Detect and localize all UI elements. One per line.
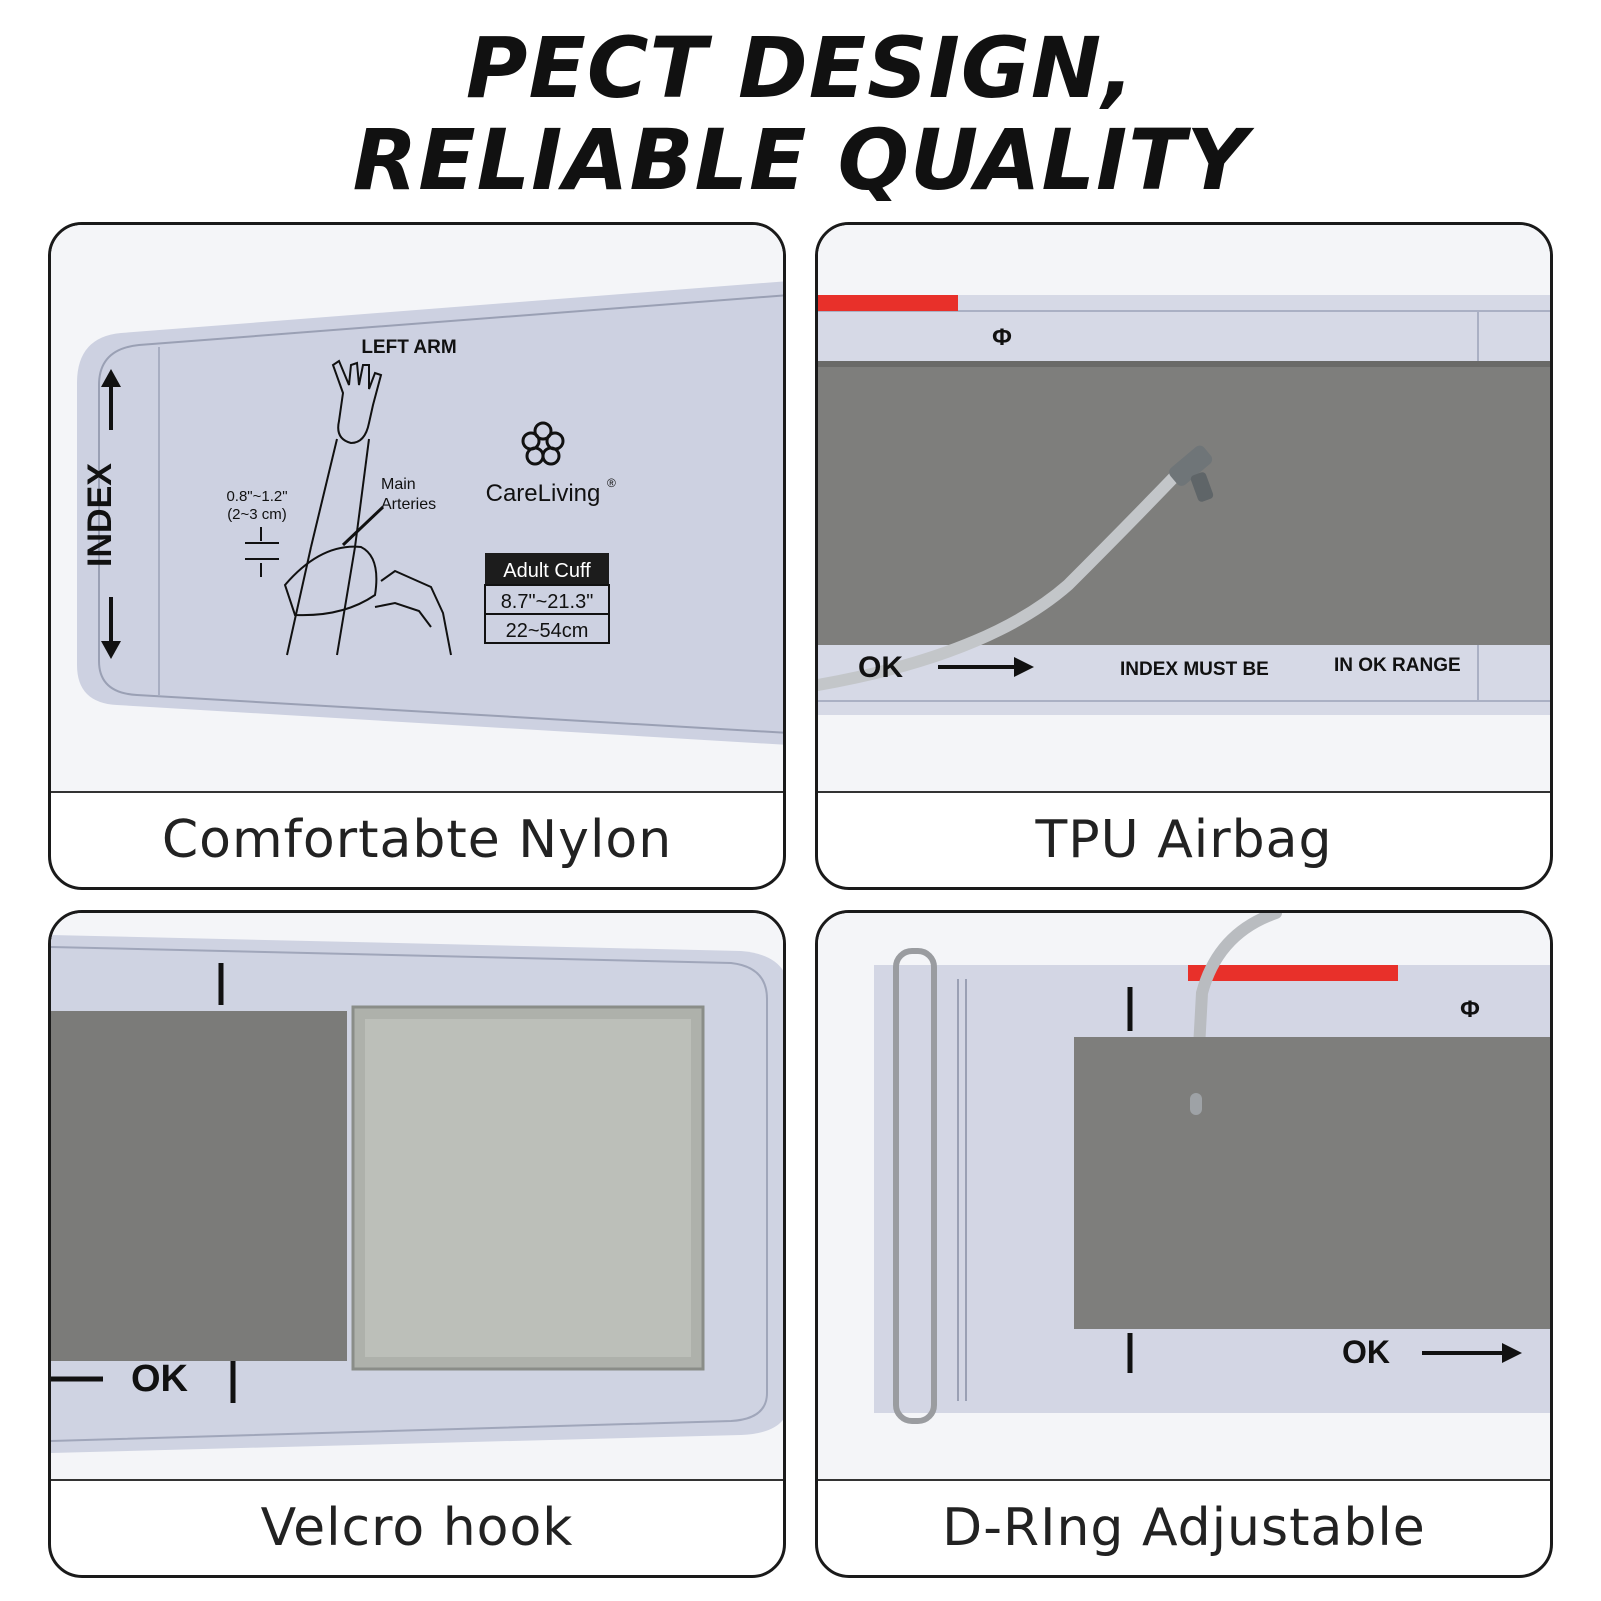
index-arrow-up-icon xyxy=(101,369,121,430)
cuff-airbag-photo: Φ OK INDEX MUST BE IN OK RANGE xyxy=(818,225,1550,793)
red-tag xyxy=(818,295,958,311)
cuff-velcro-illustration: OK xyxy=(51,935,783,1453)
card-velcro-hook: OK Velcro hook xyxy=(48,910,786,1578)
cuff-airbag-illustration: Φ OK INDEX MUST BE IN OK RANGE xyxy=(818,295,1550,715)
ok-label: OK xyxy=(858,651,903,684)
caption-tpu-airbag: TPU Airbag xyxy=(1035,810,1333,870)
phi-mark: Φ xyxy=(992,324,1012,351)
headline-line-2: RELIABLE QUALITY xyxy=(352,111,1249,209)
headline: PECT DESIGN, RELIABLE QUALITY xyxy=(0,22,1601,206)
index-arrow-down-icon xyxy=(101,597,121,659)
velcro-panel xyxy=(818,361,1550,645)
careliving-logo-icon xyxy=(521,421,565,466)
velcro-loop-panel xyxy=(51,1011,347,1361)
arm-diagram-icon xyxy=(245,359,452,656)
cuff-nylon-illustration: INDEX LEFT ARM 0.8"~1.2" xyxy=(77,281,783,745)
left-arm-label: LEFT ARM xyxy=(361,337,456,358)
caption-comfortable-nylon: Comfortabte Nylon xyxy=(161,810,673,870)
main-label: Main xyxy=(381,476,416,493)
caption-velcro-hook: Velcro hook xyxy=(260,1498,574,1558)
cuff-d-ring-photo: Φ OK xyxy=(818,913,1550,1481)
arrow-right-icon xyxy=(1422,1343,1522,1363)
arrow-right-icon xyxy=(938,657,1034,677)
brand-label: CareLiving xyxy=(486,480,601,507)
card-tpu-airbag: Φ OK INDEX MUST BE IN OK RANGE TPU Airba… xyxy=(815,222,1553,890)
red-tag xyxy=(1188,965,1398,981)
cuff-velcro-photo: OK xyxy=(51,913,783,1481)
index-label: INDEX xyxy=(81,463,119,567)
d-ring-icon xyxy=(893,948,937,1424)
phi-mark: Φ xyxy=(1460,996,1480,1023)
tube-connector-icon xyxy=(1169,445,1214,502)
cuff-nylon-photo: INDEX LEFT ARM 0.8"~1.2" xyxy=(51,225,783,793)
arteries-label: Arteries xyxy=(381,496,436,513)
range-cm-label: 22~54cm xyxy=(506,620,589,642)
card-d-ring-adjustable: Φ OK D-RIng Adjustable xyxy=(815,910,1553,1578)
in-ok-range-label: IN OK RANGE xyxy=(1334,655,1461,676)
measure-inch-label: 0.8"~1.2" xyxy=(226,488,287,505)
caption-d-ring-adjustable: D-RIng Adjustable xyxy=(942,1498,1426,1558)
velcro-panel xyxy=(1074,1037,1550,1329)
cuff-d-ring-illustration: Φ OK xyxy=(874,913,1550,1424)
range-inch-label: 8.7"~21.3" xyxy=(501,591,594,613)
measure-cm-label: (2~3 cm) xyxy=(227,506,287,523)
ok-label: OK xyxy=(131,1358,189,1400)
headline-line-1: PECT DESIGN, xyxy=(465,19,1136,117)
card-comfortable-nylon: INDEX LEFT ARM 0.8"~1.2" xyxy=(48,222,786,890)
ok-label: OK xyxy=(1342,1334,1390,1370)
registered-mark: ® xyxy=(607,476,616,490)
cuff-title-label: Adult Cuff xyxy=(503,560,591,582)
index-must-be-label: INDEX MUST BE xyxy=(1120,659,1269,680)
